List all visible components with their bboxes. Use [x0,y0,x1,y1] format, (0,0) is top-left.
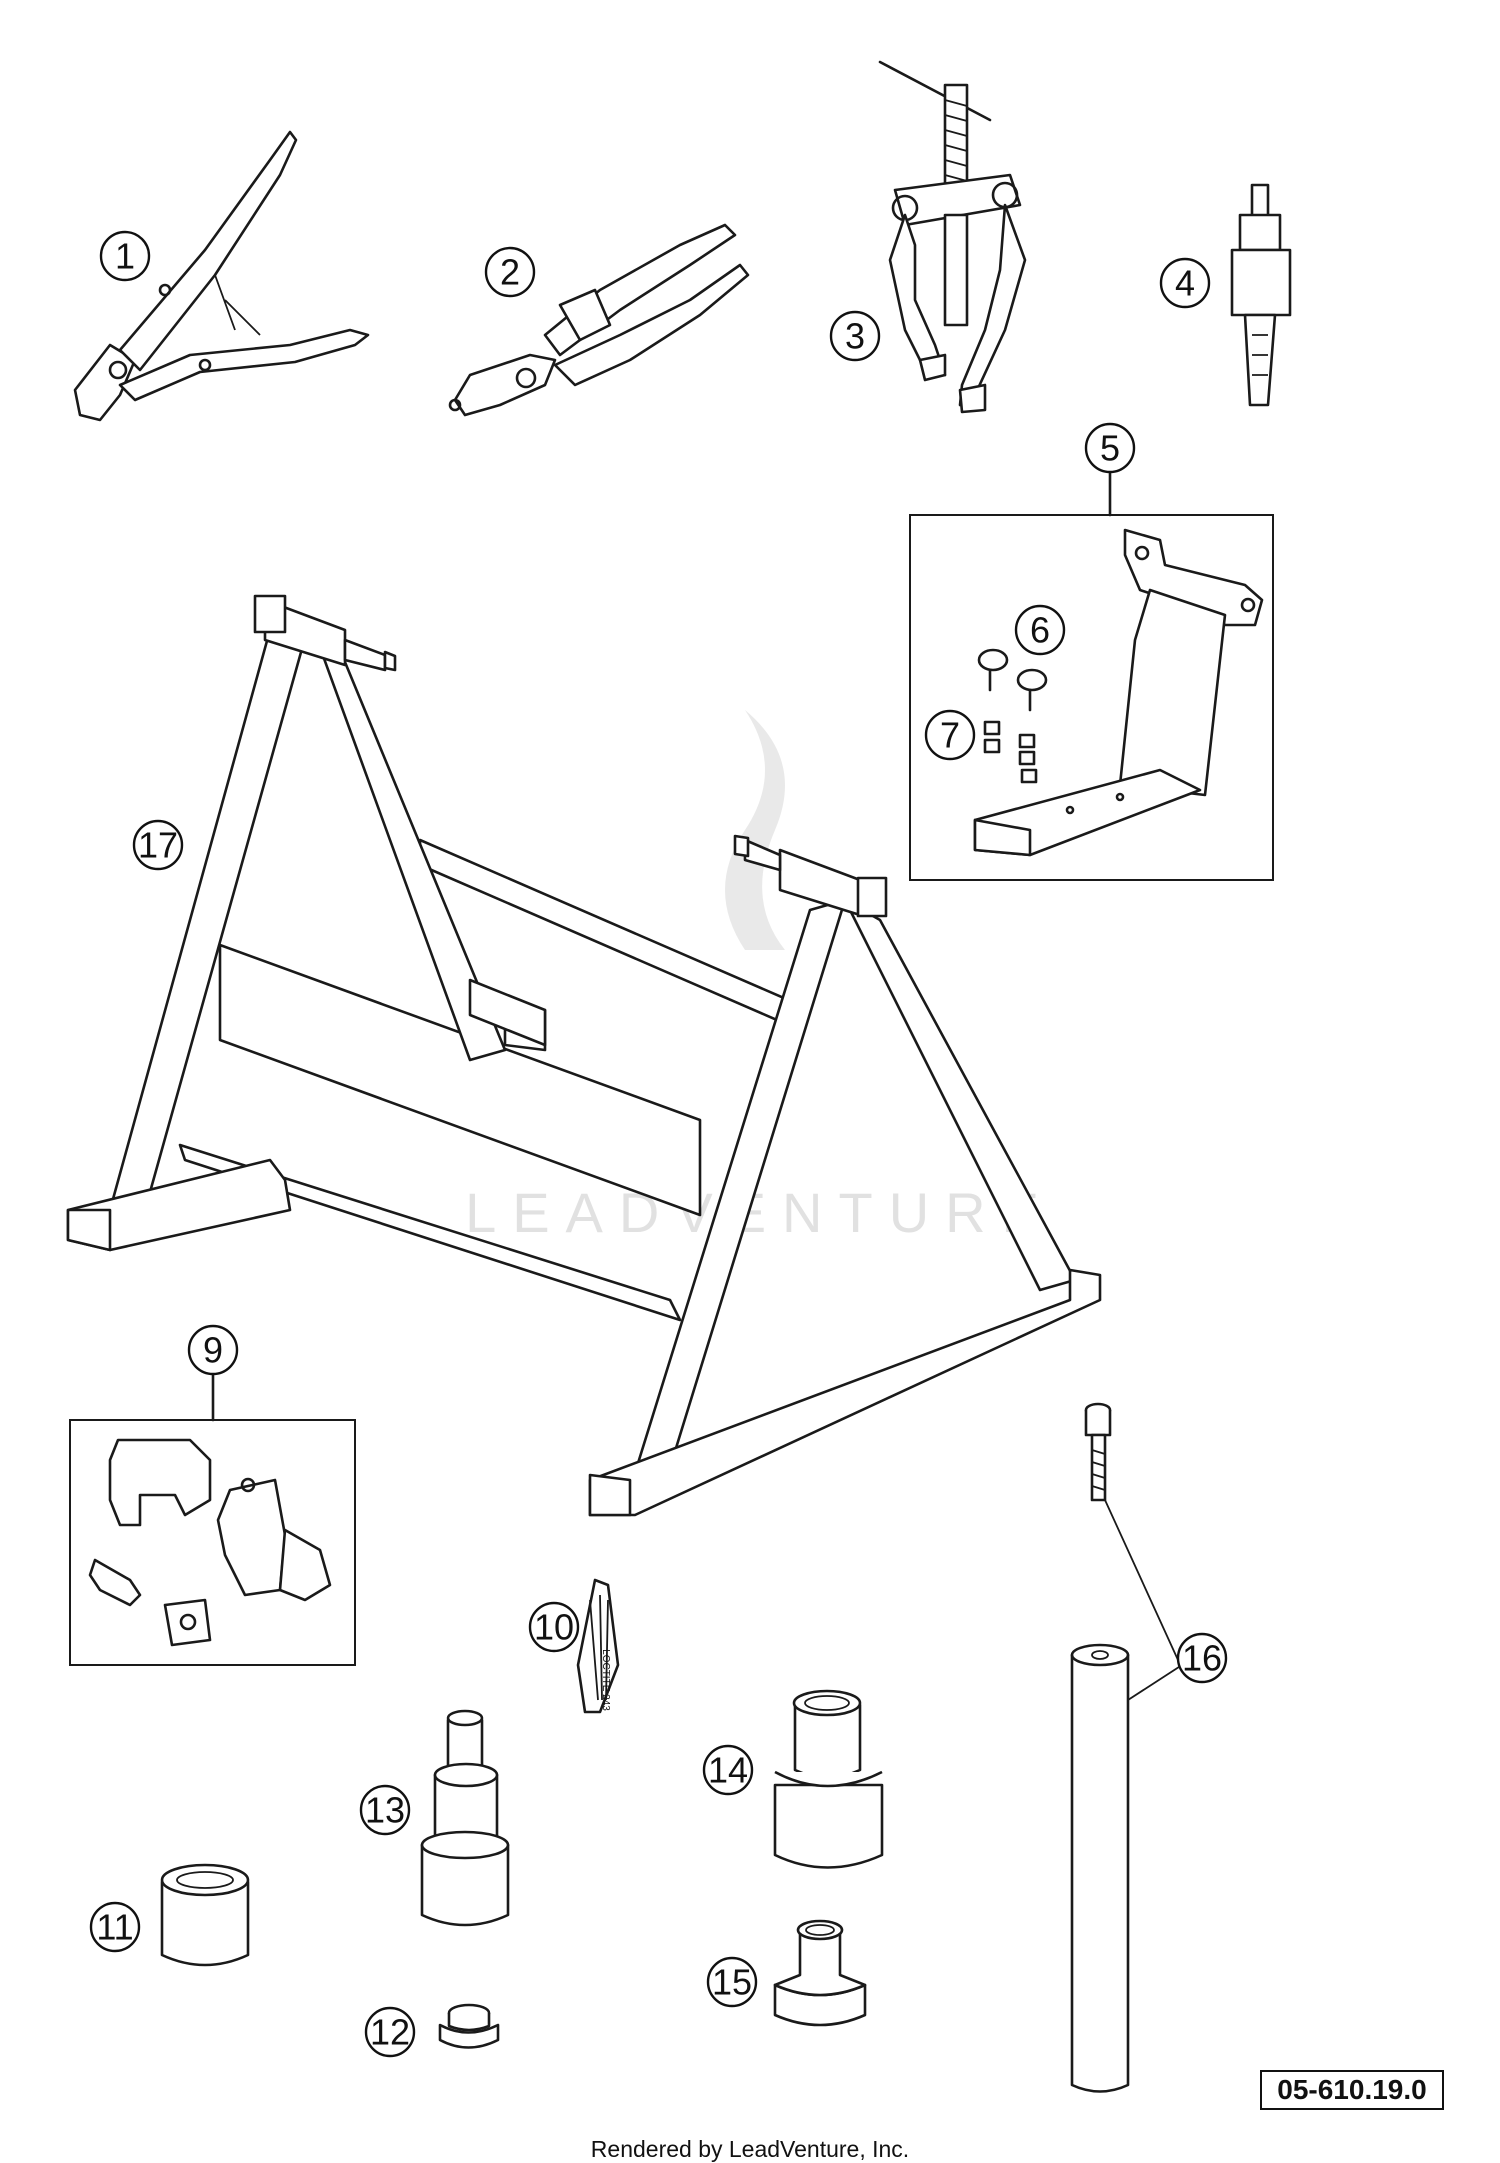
svg-text:1: 1 [115,236,135,277]
bushing-12 [438,2003,500,2049]
svg-text:17: 17 [138,825,178,866]
svg-text:6: 6 [1030,610,1050,651]
svg-text:2: 2 [500,252,520,293]
bracket-5 [973,528,1264,857]
svg-text:16: 16 [1182,1638,1222,1679]
reference-code: 05-610.19.0 [1260,2070,1444,2110]
driver-14 [773,1689,884,1869]
tube-label: LOCTITE 243 [600,1649,611,1711]
callout-13: 13 [359,1784,411,1836]
loctite-tube-10: LOCTITE 243 [576,1578,620,1714]
svg-text:10: 10 [534,1607,574,1648]
callout-10: 10 [528,1601,580,1653]
callout-16: 16 [1176,1632,1228,1684]
frame-5 [909,514,1274,881]
svg-text:12: 12 [370,2012,410,2053]
ring-11 [160,1863,250,1967]
screws-6 [977,648,1048,712]
svg-text:14: 14 [708,1750,748,1791]
kit-9 [88,1438,332,1647]
callout-9: 9 [187,1324,239,1376]
driver-15 [773,1919,867,2027]
callout-12: 12 [364,2006,416,2058]
svg-text:15: 15 [712,1962,752,2003]
svg-text:7: 7 [940,715,960,756]
callout-1: 1 [99,230,151,282]
svg-text:11: 11 [96,1907,133,1948]
callout-11: 11 [89,1901,141,1953]
drift-13 [420,1709,510,1927]
callout-17: 17 [132,819,184,871]
nuts-7 [983,720,1038,784]
svg-text:13: 13 [365,1790,405,1831]
extractor-4 [1230,183,1292,407]
callout-2: 2 [484,246,536,298]
svg-text:4: 4 [1175,263,1195,304]
watermark-text: LEADVENTURE [465,1181,1055,1244]
callout-7: 7 [924,709,976,761]
puller-3 [878,60,1027,414]
pliers-1 [73,130,370,422]
callout-14: 14 [702,1744,754,1796]
footer-credit: Rendered by LeadVenture, Inc. [590,2136,910,2162]
callout-15: 15 [706,1956,758,2008]
svg-text:9: 9 [203,1330,223,1371]
callout-6: 6 [1014,604,1066,656]
callout-3: 3 [829,310,881,362]
callout-5: 5 [1084,422,1136,474]
tool-16 [1070,1402,1183,2093]
callout-4: 4 [1159,257,1211,309]
pliers-2 [448,223,750,417]
svg-text:5: 5 [1100,428,1120,469]
stand-17 [66,594,1102,1517]
svg-text:3: 3 [845,316,865,357]
